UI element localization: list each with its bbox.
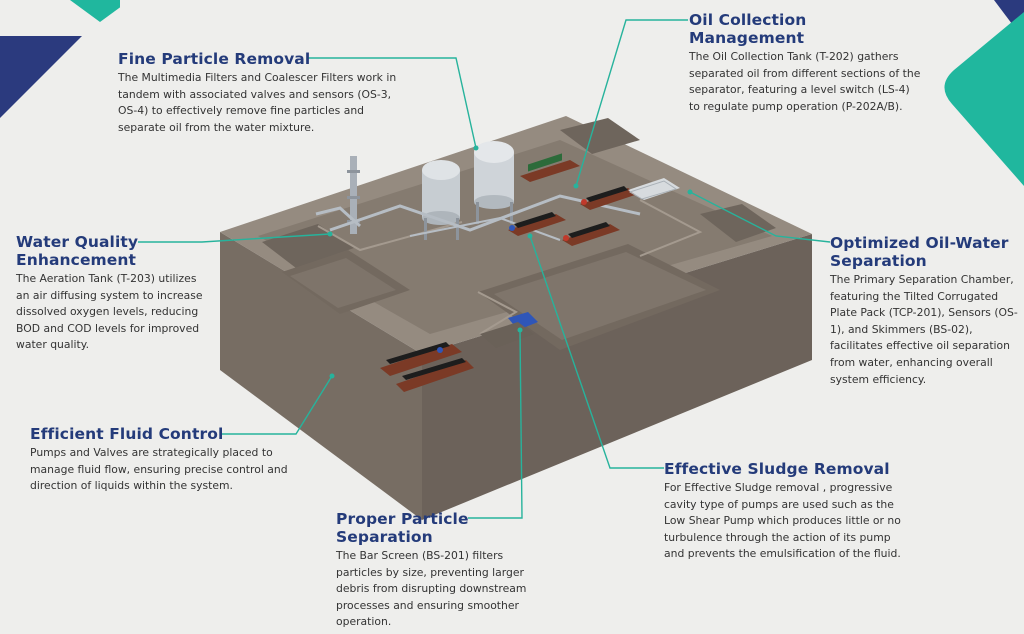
multimedia-filter-1 (422, 160, 460, 240)
callout-title: Oil Collection Management (689, 11, 807, 47)
pump-skid-mid-2 (562, 222, 620, 246)
callout-text: The Oil Collection Tank (T-202) gathers … (689, 50, 921, 113)
callout-text: The Primary Separation Chamber, featurin… (830, 273, 1018, 386)
pump-skid-back-2 (580, 186, 638, 210)
callout-fine-particle-removal: Fine Particle Removal The Multimedia Fil… (118, 50, 408, 136)
leader-sludge (529, 235, 664, 469)
chamber-corner-right (700, 204, 776, 242)
callout-effective-sludge-removal: Effective Sludge Removal For Effective S… (664, 460, 914, 563)
callout-text: The Multimedia Filters and Coalescer Fil… (118, 71, 397, 134)
pump-skid-mid-1 (508, 212, 566, 236)
callout-text: The Bar Screen (BS-201) filters particle… (336, 549, 527, 629)
callout-efficient-fluid-control: Efficient Fluid Control Pumps and Valves… (30, 425, 298, 495)
slab-front-right-face (422, 234, 812, 520)
leader-oil-collection (575, 19, 688, 187)
corner-decoration-top-right (944, 0, 1024, 186)
chamber-back (560, 118, 640, 154)
callout-proper-particle-separation: Proper Particle Separation The Bar Scree… (336, 510, 536, 631)
callout-title: Effective Sludge Removal (664, 460, 890, 478)
pump-skid-back-1 (520, 153, 580, 182)
callout-title: Fine Particle Removal (118, 50, 311, 68)
leader-proper-particle (468, 329, 523, 519)
leader-fluid-control (220, 375, 333, 435)
callout-title: Water Quality Enhancement (16, 233, 139, 269)
pump-skid-front (380, 342, 474, 392)
callout-title: Efficient Fluid Control (30, 425, 224, 443)
vent-stack (350, 156, 357, 234)
leader-fine-particle (307, 57, 477, 149)
callout-title: Proper Particle Separation (336, 510, 469, 546)
leader-optimized (689, 191, 831, 243)
callout-water-quality-enhancement: Water Quality Enhancement The Aeration T… (16, 233, 208, 354)
callout-text: For Effective Sludge removal , progressi… (664, 481, 901, 561)
slab-front-left-face (220, 232, 422, 520)
leader-water-quality (138, 233, 331, 243)
callout-text: Pumps and Valves are strategically place… (30, 446, 288, 493)
callout-oil-collection-management: Oil Collection Management The Oil Collec… (689, 11, 921, 115)
corner-decoration-top-left (0, 0, 120, 118)
callout-title: Optimized Oil-Water Separation (830, 234, 1009, 270)
callout-optimized-oil-water-separation: Optimized Oil-Water Separation The Prima… (830, 234, 1022, 388)
callout-text: The Aeration Tank (T-203) utilizes an ai… (16, 272, 203, 352)
